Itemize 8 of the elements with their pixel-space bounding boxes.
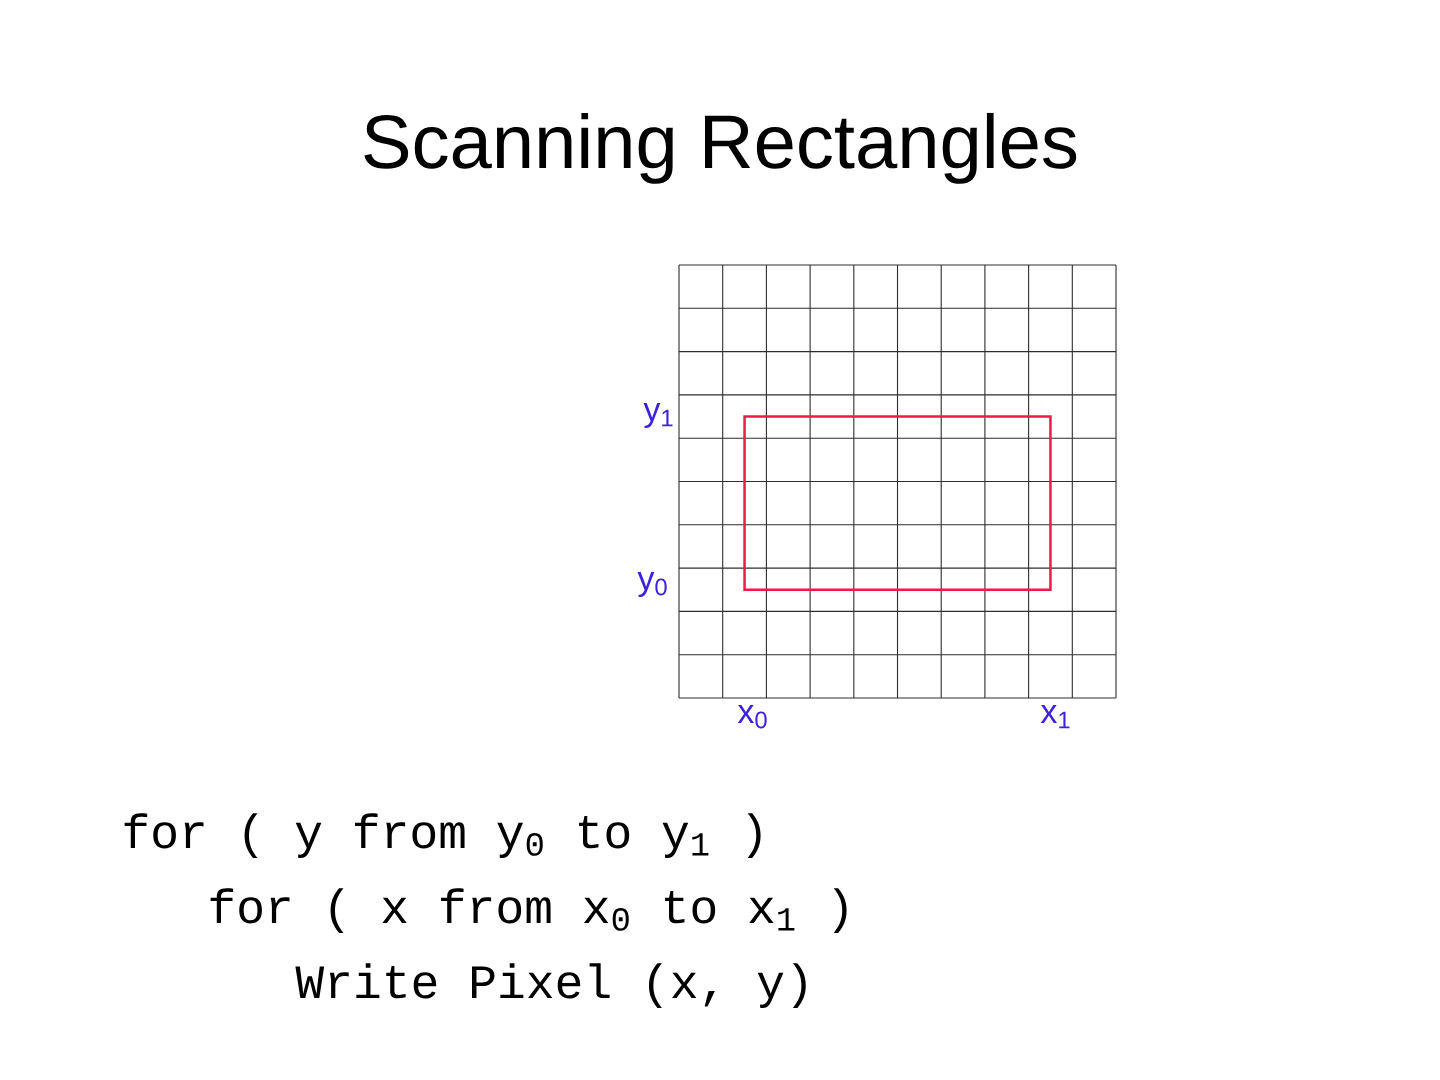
code-line: for ( y from y$_{0}$ to y$_{1}$ ) [124, 813, 761, 858]
code-line: for ( x from x$_{0}$ to x$_{1}$ ) [210, 888, 847, 933]
coordinate-label: y$_{0}$ [637, 572, 667, 598]
coordinate-label: y$_{1}$ [643, 403, 673, 429]
code-line: Write Pixel (x, y) [295, 963, 806, 1008]
coordinate-label: x$_{0}$ [737, 705, 767, 729]
coordinate-label: x$_{1}$ [1040, 705, 1070, 729]
title: Scanning Rectangles [364, 112, 1077, 184]
